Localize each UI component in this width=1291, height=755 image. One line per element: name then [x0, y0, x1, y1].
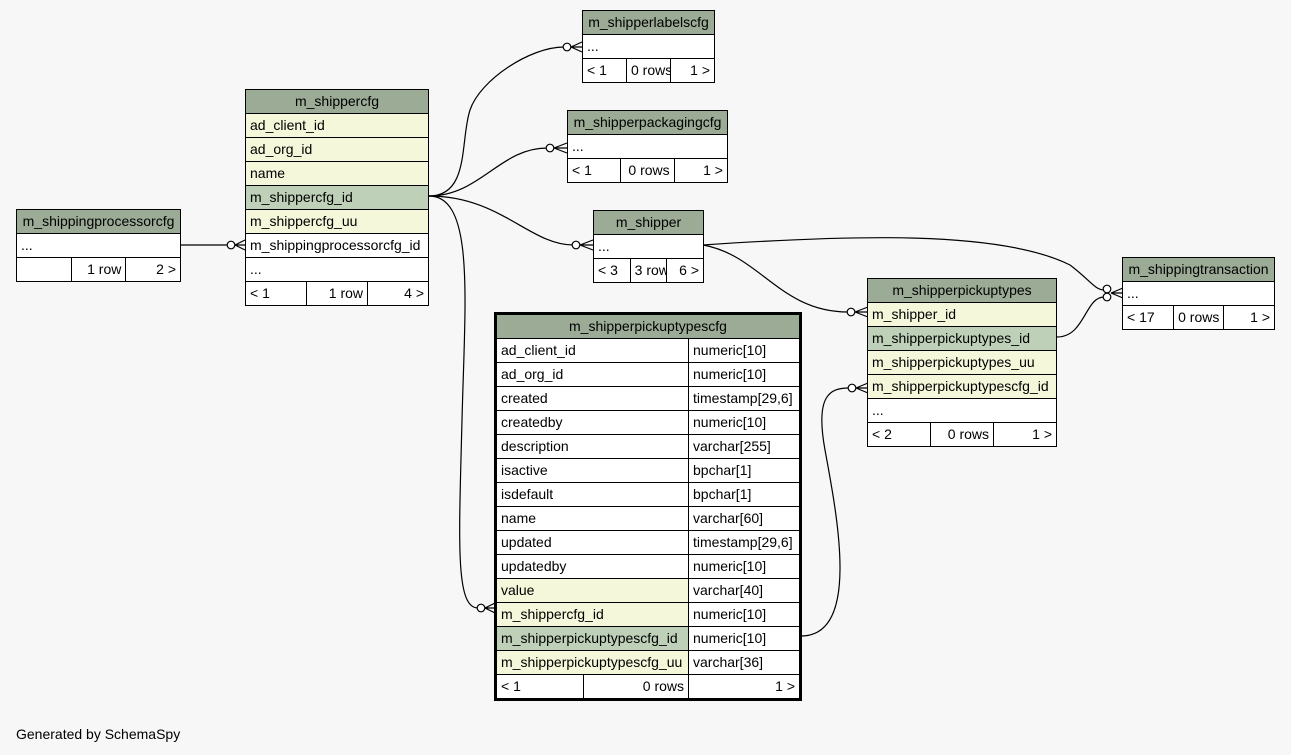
table-title: m_shippercfg: [246, 90, 428, 114]
column-type: numeric[10]: [688, 555, 799, 578]
column-type: numeric[10]: [688, 339, 799, 362]
column-name: m_shipperpickuptypescfg_uu: [497, 651, 688, 674]
footer-children: 2 >: [125, 258, 180, 281]
column-type: bpchar[1]: [688, 483, 799, 506]
column-name: updatedby: [501, 558, 567, 574]
primary-key-row: m_shipperpickuptypes_id: [872, 330, 1030, 346]
table-m_shippingtransaction[interactable]: m_shippingtransaction ... < 17 0 rows 1 …: [1122, 257, 1275, 330]
table-m_shippercfg[interactable]: m_shippercfg ad_client_id ad_org_id name…: [245, 89, 429, 306]
column-row: ...: [872, 402, 884, 418]
footer-rows: 1 row: [70, 258, 126, 281]
edge-transaction-shipper: [702, 237, 1105, 291]
column-type: varchar[36]: [688, 651, 799, 674]
footer-rows: 3 rows: [629, 259, 666, 282]
footer-children: 6 >: [666, 259, 703, 282]
table-m_shippingprocessorcfg[interactable]: m_shippingprocessorcfg ... 1 row 2 >: [16, 209, 181, 282]
table-title: m_shipperlabelscfg: [583, 11, 714, 35]
table-title: m_shipperpackagingcfg: [568, 111, 727, 135]
column-name: value: [497, 579, 688, 602]
footer-rows: 0 rows: [583, 675, 688, 698]
column-type: numeric[10]: [688, 363, 799, 386]
footer-parents: < 3: [598, 262, 618, 278]
column-name: ad_org_id: [501, 366, 564, 382]
column-name: ad_client_id: [501, 342, 576, 358]
column-type: numeric[10]: [688, 627, 799, 650]
column-row: ...: [250, 261, 262, 277]
column-name: updated: [501, 534, 552, 550]
column-type: numeric[10]: [688, 411, 799, 434]
column-name: isactive: [501, 462, 548, 478]
table-m_shipper[interactable]: m_shipper ... < 3 3 rows 6 >: [593, 210, 704, 283]
column-row: m_shippercfg_uu: [250, 213, 358, 229]
column-type: numeric[10]: [688, 603, 799, 626]
foreign-key-row: m_shippingprocessorcfg_id: [250, 237, 421, 253]
footer-parents: < 2: [872, 426, 892, 442]
column-type: varchar[60]: [688, 507, 799, 530]
edge-shipperpackagingcfg: [428, 147, 548, 197]
footer-rows: 0 rows: [1172, 306, 1224, 329]
footer-rows: 0 rows: [930, 423, 993, 446]
column-type: timestamp[29,6]: [688, 531, 799, 554]
column-name: createdby: [501, 414, 563, 430]
footer-parents: < 1: [501, 678, 521, 694]
column-type: bpchar[1]: [688, 459, 799, 482]
column-row: name: [250, 165, 286, 181]
table-m_shipperpickuptypes[interactable]: m_shipperpickuptypes m_shipper_id m_ship…: [867, 278, 1057, 447]
footer-rows: 0 rows: [620, 159, 673, 182]
generated-by-label: Generated by SchemaSpy: [16, 726, 181, 742]
table-title: m_shipperpickuptypescfg: [497, 315, 799, 339]
footer-children: 1 >: [670, 59, 714, 82]
edge-pickuptypescfg: [428, 195, 479, 609]
foreign-key-row: m_shipperpickuptypescfg_id: [872, 378, 1049, 394]
table-m_shipperlabelscfg[interactable]: m_shipperlabelscfg ... < 1 0 rows 1 >: [582, 10, 715, 83]
table-title: m_shipper: [594, 211, 703, 235]
foreign-key-row: m_shipper_id: [872, 306, 957, 322]
column-type: varchar[40]: [688, 579, 799, 602]
foreign-key-name: m_shippercfg_id: [497, 603, 688, 626]
footer-children: 1 >: [1223, 306, 1274, 329]
footer-parents: < 1: [587, 62, 607, 78]
column-name: description: [501, 438, 569, 454]
column-row: ...: [598, 238, 610, 254]
primary-key-row: m_shippercfg_id: [250, 189, 353, 205]
edge-pickuptypes-shipper: [702, 244, 849, 313]
edge-shipper: [428, 195, 574, 246]
column-row: m_shipperpickuptypes_uu: [872, 354, 1035, 370]
column-row: ...: [587, 38, 599, 54]
table-title: m_shippingprocessorcfg: [17, 210, 180, 234]
column-row: ...: [21, 237, 33, 253]
footer-rows: 0 rows: [626, 59, 670, 82]
column-name: created: [501, 390, 548, 406]
edge-shipperlabelscfg: [428, 46, 565, 197]
table-title: m_shipperpickuptypes: [868, 279, 1056, 303]
column-type: varchar[255]: [688, 435, 799, 458]
footer-children: 1 >: [688, 675, 799, 698]
column-row: ...: [572, 138, 584, 154]
column-row: ...: [1127, 285, 1139, 301]
footer-parents: < 1: [572, 162, 592, 178]
column-row: ad_client_id: [250, 117, 325, 133]
column-row: ad_org_id: [250, 141, 313, 157]
footer-parents: < 1: [250, 285, 270, 301]
footer-parents: < 17: [1127, 309, 1155, 325]
column-name: name: [501, 510, 537, 526]
edge-pickuptypes-cfg: [800, 387, 850, 637]
column-type: timestamp[29,6]: [688, 387, 799, 410]
footer-children: 4 >: [367, 282, 428, 305]
primary-key-name: m_shipperpickuptypescfg_id: [497, 627, 688, 650]
table-m_shipperpackagingcfg[interactable]: m_shipperpackagingcfg ... < 1 0 rows 1 >: [567, 110, 728, 183]
footer-rows: 1 row: [306, 282, 367, 305]
edge-transaction-pickuptypes: [1056, 296, 1105, 338]
table-title: m_shippingtransaction: [1123, 258, 1274, 282]
column-name: isdefault: [501, 486, 554, 502]
footer-parents: [17, 258, 71, 281]
footer-children: 1 >: [673, 159, 727, 182]
footer-children: 1 >: [993, 423, 1056, 446]
